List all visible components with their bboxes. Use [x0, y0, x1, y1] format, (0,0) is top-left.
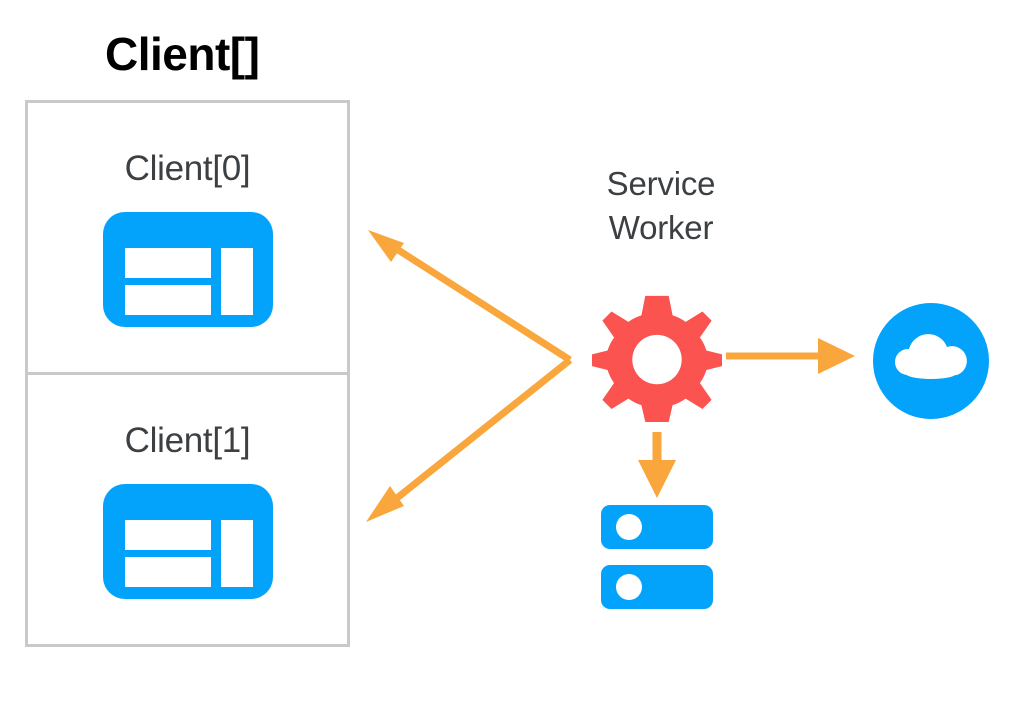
client-box-0[interactable]: Client[0] — [25, 100, 350, 375]
arrow-sw-to-client-0 — [368, 230, 572, 363]
arrow-sw-to-cache-storage — [638, 432, 676, 498]
service-worker-label-line-1: Service — [606, 165, 716, 202]
page-title: Client[] — [105, 28, 260, 80]
client-label-0: Client[0] — [124, 149, 251, 188]
cloud-icon — [873, 303, 989, 424]
arrow-sw-to-client-1 — [366, 357, 573, 522]
client-box-1[interactable]: Client[1] — [25, 372, 350, 647]
service-worker-label-line-2: Worker — [608, 209, 714, 246]
browser-window-icon — [102, 484, 273, 604]
browser-window-icon — [102, 212, 273, 332]
client-array-container: Client[0] Client[1] — [25, 100, 350, 650]
arrow-sw-to-network — [726, 338, 855, 374]
client-label-1: Client[1] — [124, 421, 251, 460]
gear-icon — [592, 292, 722, 427]
service-worker-label: Service Worker — [556, 162, 766, 250]
server-icon — [601, 505, 713, 620]
